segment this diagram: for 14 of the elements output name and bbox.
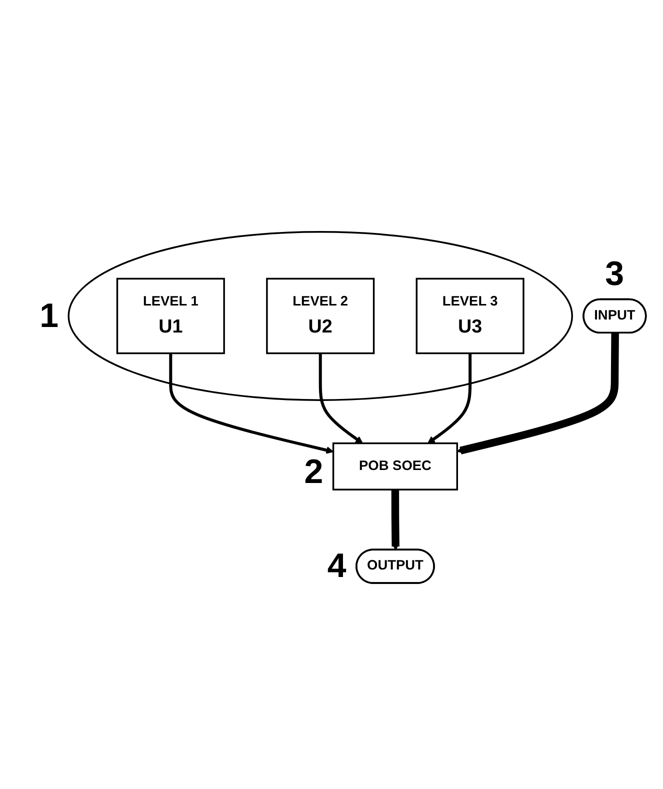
callout-number: 4 <box>327 549 346 584</box>
node-box: LEVEL 1 U1 <box>116 278 225 354</box>
node-box: LEVEL 3 U3 <box>416 278 524 354</box>
callout-number: 3 <box>605 257 624 292</box>
arrow <box>456 333 619 454</box>
cluster <box>68 230 573 401</box>
callout-number: 2 <box>304 455 324 490</box>
arrow <box>391 490 400 550</box>
callout-number: 1 <box>40 298 58 333</box>
node-box: POB SOEC <box>332 442 458 490</box>
arrow <box>169 353 334 454</box>
arrow <box>427 353 472 444</box>
arrow <box>318 353 363 444</box>
node-box: LEVEL 2 U2 <box>266 278 375 354</box>
